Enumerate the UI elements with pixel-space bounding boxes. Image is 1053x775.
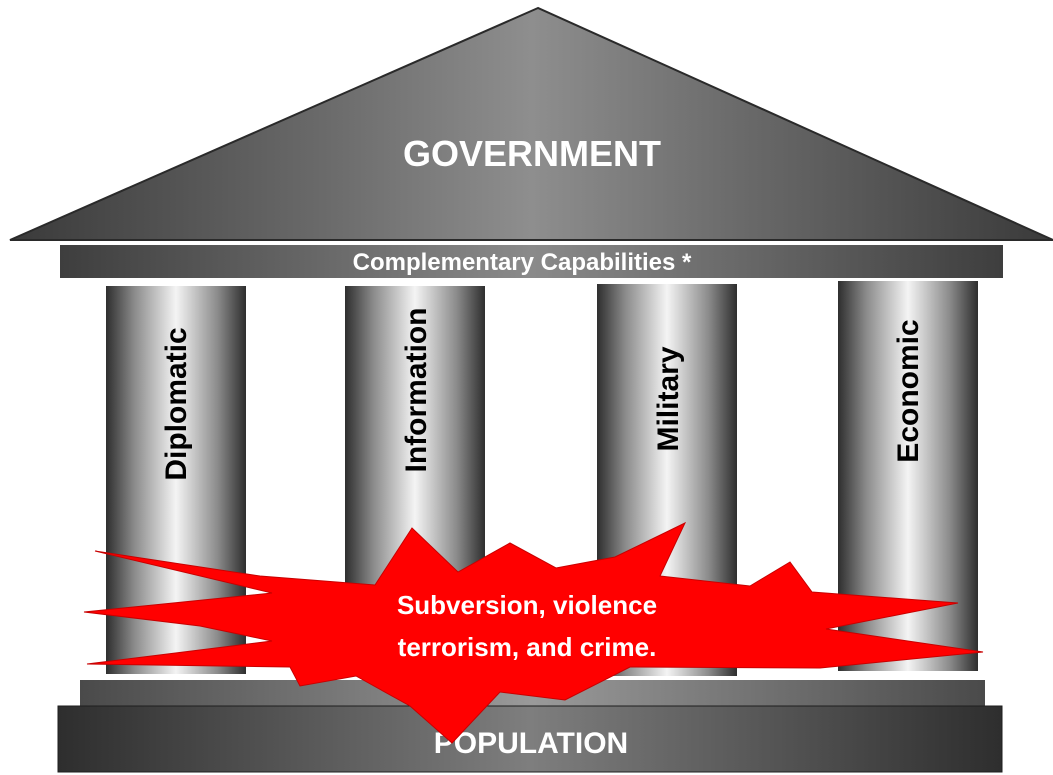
threat-label-line-1: Subversion, violence <box>397 590 657 620</box>
capabilities-band-label: Complementary Capabilities * <box>353 249 692 276</box>
capabilities-band <box>60 245 1003 278</box>
pillar-information-label: Information <box>400 308 433 473</box>
population-base <box>57 705 1003 773</box>
pillar-economic-label: Economic <box>892 319 925 462</box>
population-label: POPULATION <box>434 727 628 760</box>
roof-label: GOVERNMENT <box>403 133 661 174</box>
threat-label-line-2: terrorism, and crime. <box>398 632 657 662</box>
threat-burst <box>83 521 984 744</box>
pillar-military-label: Military <box>652 346 685 451</box>
pillar-diplomatic-label: Diplomatic <box>160 327 193 480</box>
roof-pediment <box>9 6 1053 241</box>
